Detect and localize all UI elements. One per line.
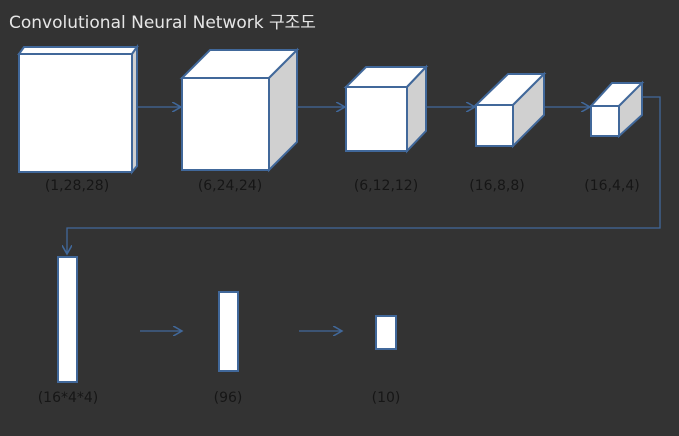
output-layer bbox=[375, 315, 397, 350]
layer-label: (6,24,24) bbox=[197, 178, 263, 194]
layer-label: (16,8,8) bbox=[469, 178, 525, 194]
layer-label: (96) bbox=[213, 390, 243, 406]
layer-label: (1,28,28) bbox=[44, 178, 110, 194]
connector-arrow bbox=[67, 96, 661, 254]
layer-label: (6,12,12) bbox=[353, 178, 419, 194]
hidden-layer bbox=[218, 291, 239, 372]
layer-cube-4 bbox=[473, 71, 547, 149]
layer-cube-1 bbox=[17, 43, 139, 175]
layer-label: (16*4*4) bbox=[37, 390, 99, 406]
diagram-title: Convolutional Neural Network 구조도 bbox=[9, 13, 316, 33]
flatten-vector bbox=[57, 256, 78, 383]
layer-cube-5 bbox=[588, 80, 645, 139]
layer-cube-2 bbox=[179, 47, 300, 173]
layer-cube-3 bbox=[343, 64, 429, 154]
layer-label: (16,4,4) bbox=[584, 178, 640, 194]
layer-label: (10) bbox=[371, 390, 401, 406]
